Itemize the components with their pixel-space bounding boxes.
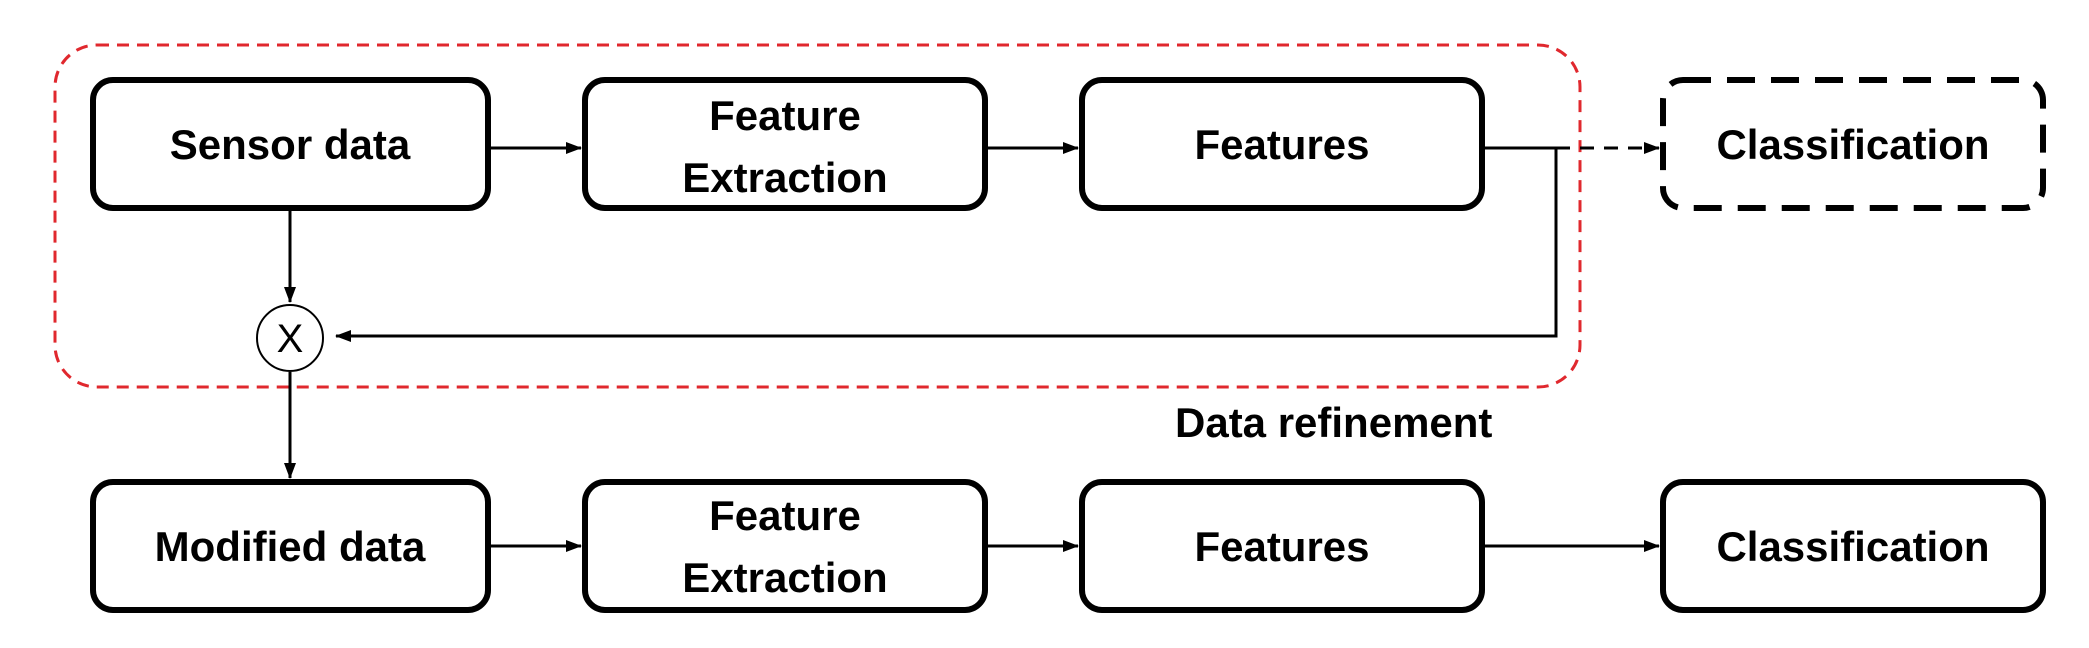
sensor-data-label: Sensor data xyxy=(170,121,411,168)
features-node-bottom: Features xyxy=(1079,479,1485,613)
feature-extraction-bottom-line2: Extraction xyxy=(682,554,887,601)
feature-extraction-bottom-line1: Feature xyxy=(709,492,861,539)
sensor-data-node: Sensor data xyxy=(90,77,491,211)
features-bottom-label: Features xyxy=(1194,523,1369,570)
features-top-label: Features xyxy=(1194,121,1369,168)
feature-extraction-top-line2: Extraction xyxy=(682,154,887,201)
feedback-connector xyxy=(335,148,1558,342)
data-refinement-label: Data refinement xyxy=(1175,399,1492,446)
feature-extraction-node-top: Feature Extraction xyxy=(582,77,988,211)
feature-extraction-node-bottom: Feature Extraction xyxy=(582,479,988,613)
modified-data-node: Modified data xyxy=(90,479,491,613)
features-node-top: Features xyxy=(1079,77,1485,211)
classification-bottom-label: Classification xyxy=(1716,523,1989,570)
feature-extraction-top-line1: Feature xyxy=(709,92,861,139)
multiply-symbol: X xyxy=(277,317,304,361)
classification-node-top: Classification xyxy=(1660,77,2046,211)
multiply-node: X xyxy=(256,304,324,372)
modified-data-label: Modified data xyxy=(155,523,426,570)
classification-node-bottom: Classification xyxy=(1660,479,2046,613)
classification-top-label: Classification xyxy=(1716,121,1989,168)
data-refinement-region xyxy=(53,43,1582,389)
